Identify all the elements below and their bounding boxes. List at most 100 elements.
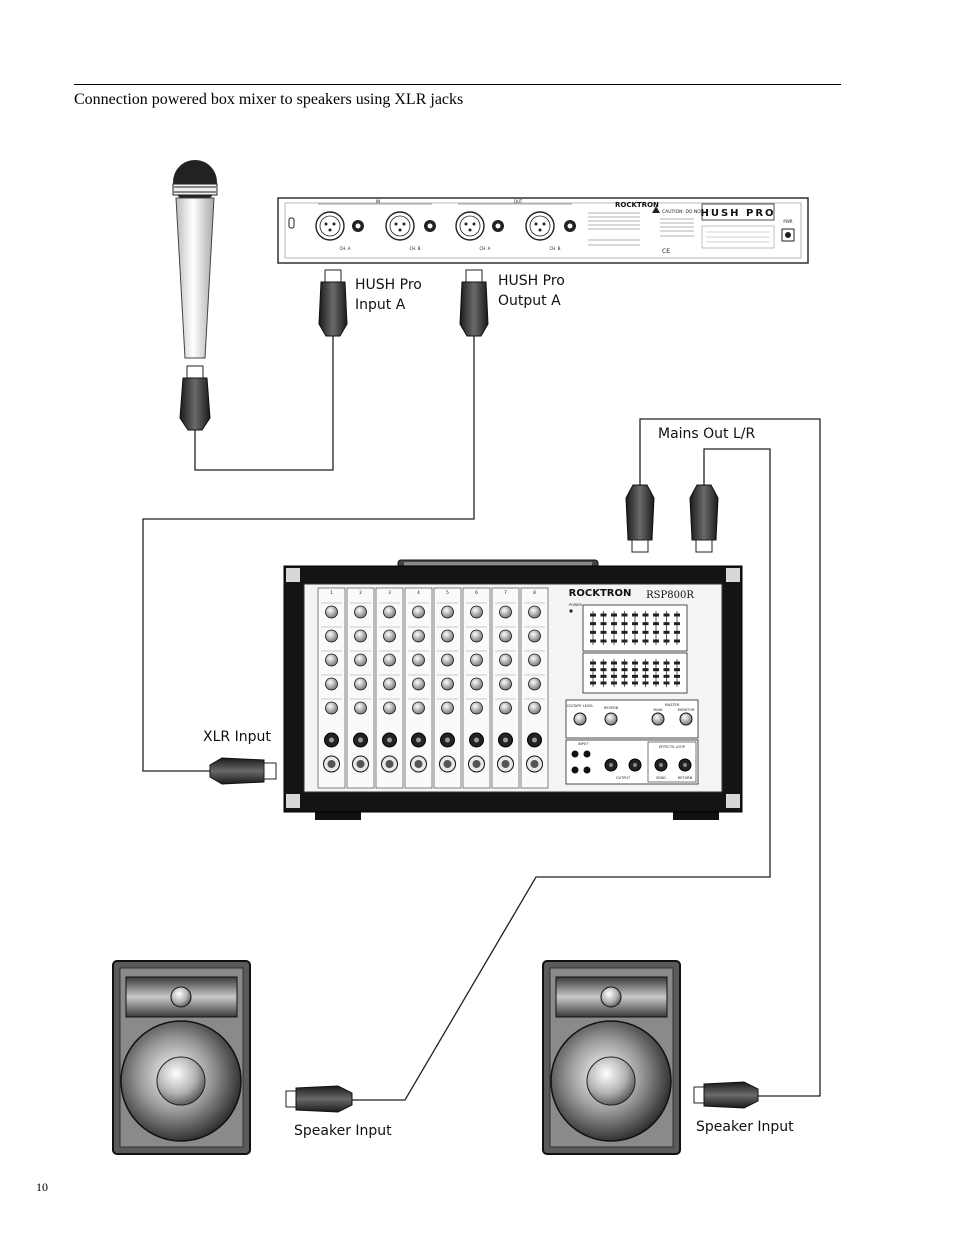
eq-slider-cap xyxy=(653,630,659,634)
eq-slider-cap xyxy=(653,661,659,665)
left-speaker-cabinet xyxy=(112,960,251,1155)
eq-slider-cap xyxy=(590,613,596,617)
mixer-reverb-label: REVERB xyxy=(604,706,619,710)
mixer-knob xyxy=(383,653,396,667)
eq-slider-cap xyxy=(653,674,659,678)
hush-ce-mark: CE xyxy=(662,248,670,255)
mixer-channel-strip: 8 xyxy=(520,587,549,789)
mixer-knob xyxy=(470,701,483,715)
eq-slider-cap xyxy=(632,674,638,678)
eq-slider-cap xyxy=(663,681,670,685)
hush-power-label: PWR xyxy=(783,219,792,224)
hush-in-label: IN xyxy=(376,199,380,204)
mixer-channel-number: 8 xyxy=(533,590,536,595)
mixer-channel-strip: 2 xyxy=(346,587,375,789)
eq-slider-cap xyxy=(674,613,680,617)
monitor-graphic-eq xyxy=(590,659,680,687)
mixer-knob xyxy=(412,605,425,619)
xlr-input-plug xyxy=(209,757,277,785)
hush-input-label-line1: HUSH Pro xyxy=(355,277,422,293)
mixer-channel-number: 2 xyxy=(359,590,362,595)
mixer-knob xyxy=(383,701,396,715)
mixer-knob xyxy=(499,629,512,643)
eq-slider-cap xyxy=(663,622,670,626)
mixer-brand: ROCKTRON xyxy=(569,588,632,599)
mixer-channel-number: 4 xyxy=(417,590,420,595)
hush-output-to-xlr-input-cable xyxy=(142,335,475,772)
eq-slider-cap xyxy=(632,630,638,634)
mixer-knob xyxy=(354,701,367,715)
mixer-knob xyxy=(325,701,338,715)
hush-out-label: OUT xyxy=(514,199,523,204)
mixer-channel-number: 5 xyxy=(446,590,449,595)
mic-to-hush-input-cable xyxy=(194,335,334,471)
mixer-knob xyxy=(412,629,425,643)
eq-slider-cap xyxy=(663,639,670,643)
hush-input-label: HUSH Pro Input A xyxy=(355,275,422,315)
mixer-effects-loop-label: EFFECTS LOOP xyxy=(659,745,685,749)
eq-slider-cap xyxy=(642,661,649,665)
mains-out-left-cable xyxy=(639,418,821,1097)
mixer-knob xyxy=(470,605,483,619)
eq-slider-cap xyxy=(663,668,670,672)
eq-slider-cap xyxy=(600,613,607,617)
mixer-channel-number: 7 xyxy=(504,590,507,595)
eq-slider-cap xyxy=(621,630,628,634)
mixer-channel-strip: 7 xyxy=(491,587,520,789)
eq-slider-cap xyxy=(621,613,628,617)
eq-slider-cap xyxy=(642,613,649,617)
mixer-knob xyxy=(383,629,396,643)
mixer-knob xyxy=(441,701,454,715)
eq-slider-cap xyxy=(590,630,596,634)
eq-slider-cap xyxy=(653,622,659,626)
right-speaker-cabinet xyxy=(542,960,681,1155)
mixer-monitor-label: MONITOR xyxy=(678,708,695,712)
eq-slider-cap xyxy=(632,622,638,626)
hush-pro-unit: IN CH. A CH. B OUT CH. A CH. B xyxy=(277,197,809,264)
eq-slider-cap xyxy=(653,639,659,643)
mixer-knob xyxy=(499,701,512,715)
eq-slider-cap xyxy=(632,661,638,665)
eq-slider-cap xyxy=(621,681,628,685)
mixer-main-label: MAIN xyxy=(653,708,662,712)
eq-slider-cap xyxy=(674,630,680,634)
mixer-knob xyxy=(325,653,338,667)
eq-slider-cap xyxy=(611,622,617,626)
eq-slider-cap xyxy=(674,661,680,665)
mixer-power-label: POWER xyxy=(569,603,583,607)
mixer-knob xyxy=(528,629,541,643)
microphone xyxy=(172,160,218,431)
eq-slider-cap xyxy=(590,661,596,665)
hush-input-a-plug xyxy=(318,269,348,337)
mixer-channel-strip: 5 xyxy=(433,587,462,789)
eq-slider-cap xyxy=(621,661,628,665)
eq-slider-cap xyxy=(600,630,607,634)
eq-slider-cap xyxy=(600,661,607,665)
mixer-knob xyxy=(499,653,512,667)
eq-slider-cap xyxy=(621,639,628,643)
eq-slider-cap xyxy=(663,630,670,634)
mixer-channel-number: 6 xyxy=(475,590,478,595)
mixer-channel-strip: 4 xyxy=(404,587,433,789)
mixer-knob xyxy=(412,701,425,715)
eq-slider-cap xyxy=(632,639,638,643)
eq-slider-cap xyxy=(674,681,680,685)
eq-slider-cap xyxy=(642,681,649,685)
mixer-knob xyxy=(354,653,367,667)
eq-slider-cap xyxy=(642,630,649,634)
eq-slider-cap xyxy=(590,639,596,643)
hush-in-ch-a-label: CH. A xyxy=(339,246,350,251)
mixer-knob xyxy=(412,653,425,667)
mains-out-label: Mains Out L/R xyxy=(658,426,756,442)
eq-slider-cap xyxy=(611,639,617,643)
eq-slider-cap xyxy=(590,668,596,672)
eq-slider-cap xyxy=(674,674,680,678)
mixer-knob xyxy=(325,605,338,619)
eq-slider-cap xyxy=(653,681,659,685)
mixer-knob xyxy=(470,653,483,667)
mixer-channel-strip: 3 xyxy=(375,587,404,789)
eq-slider-cap xyxy=(674,622,680,626)
page-caption: Connection powered box mixer to speakers… xyxy=(74,91,464,108)
